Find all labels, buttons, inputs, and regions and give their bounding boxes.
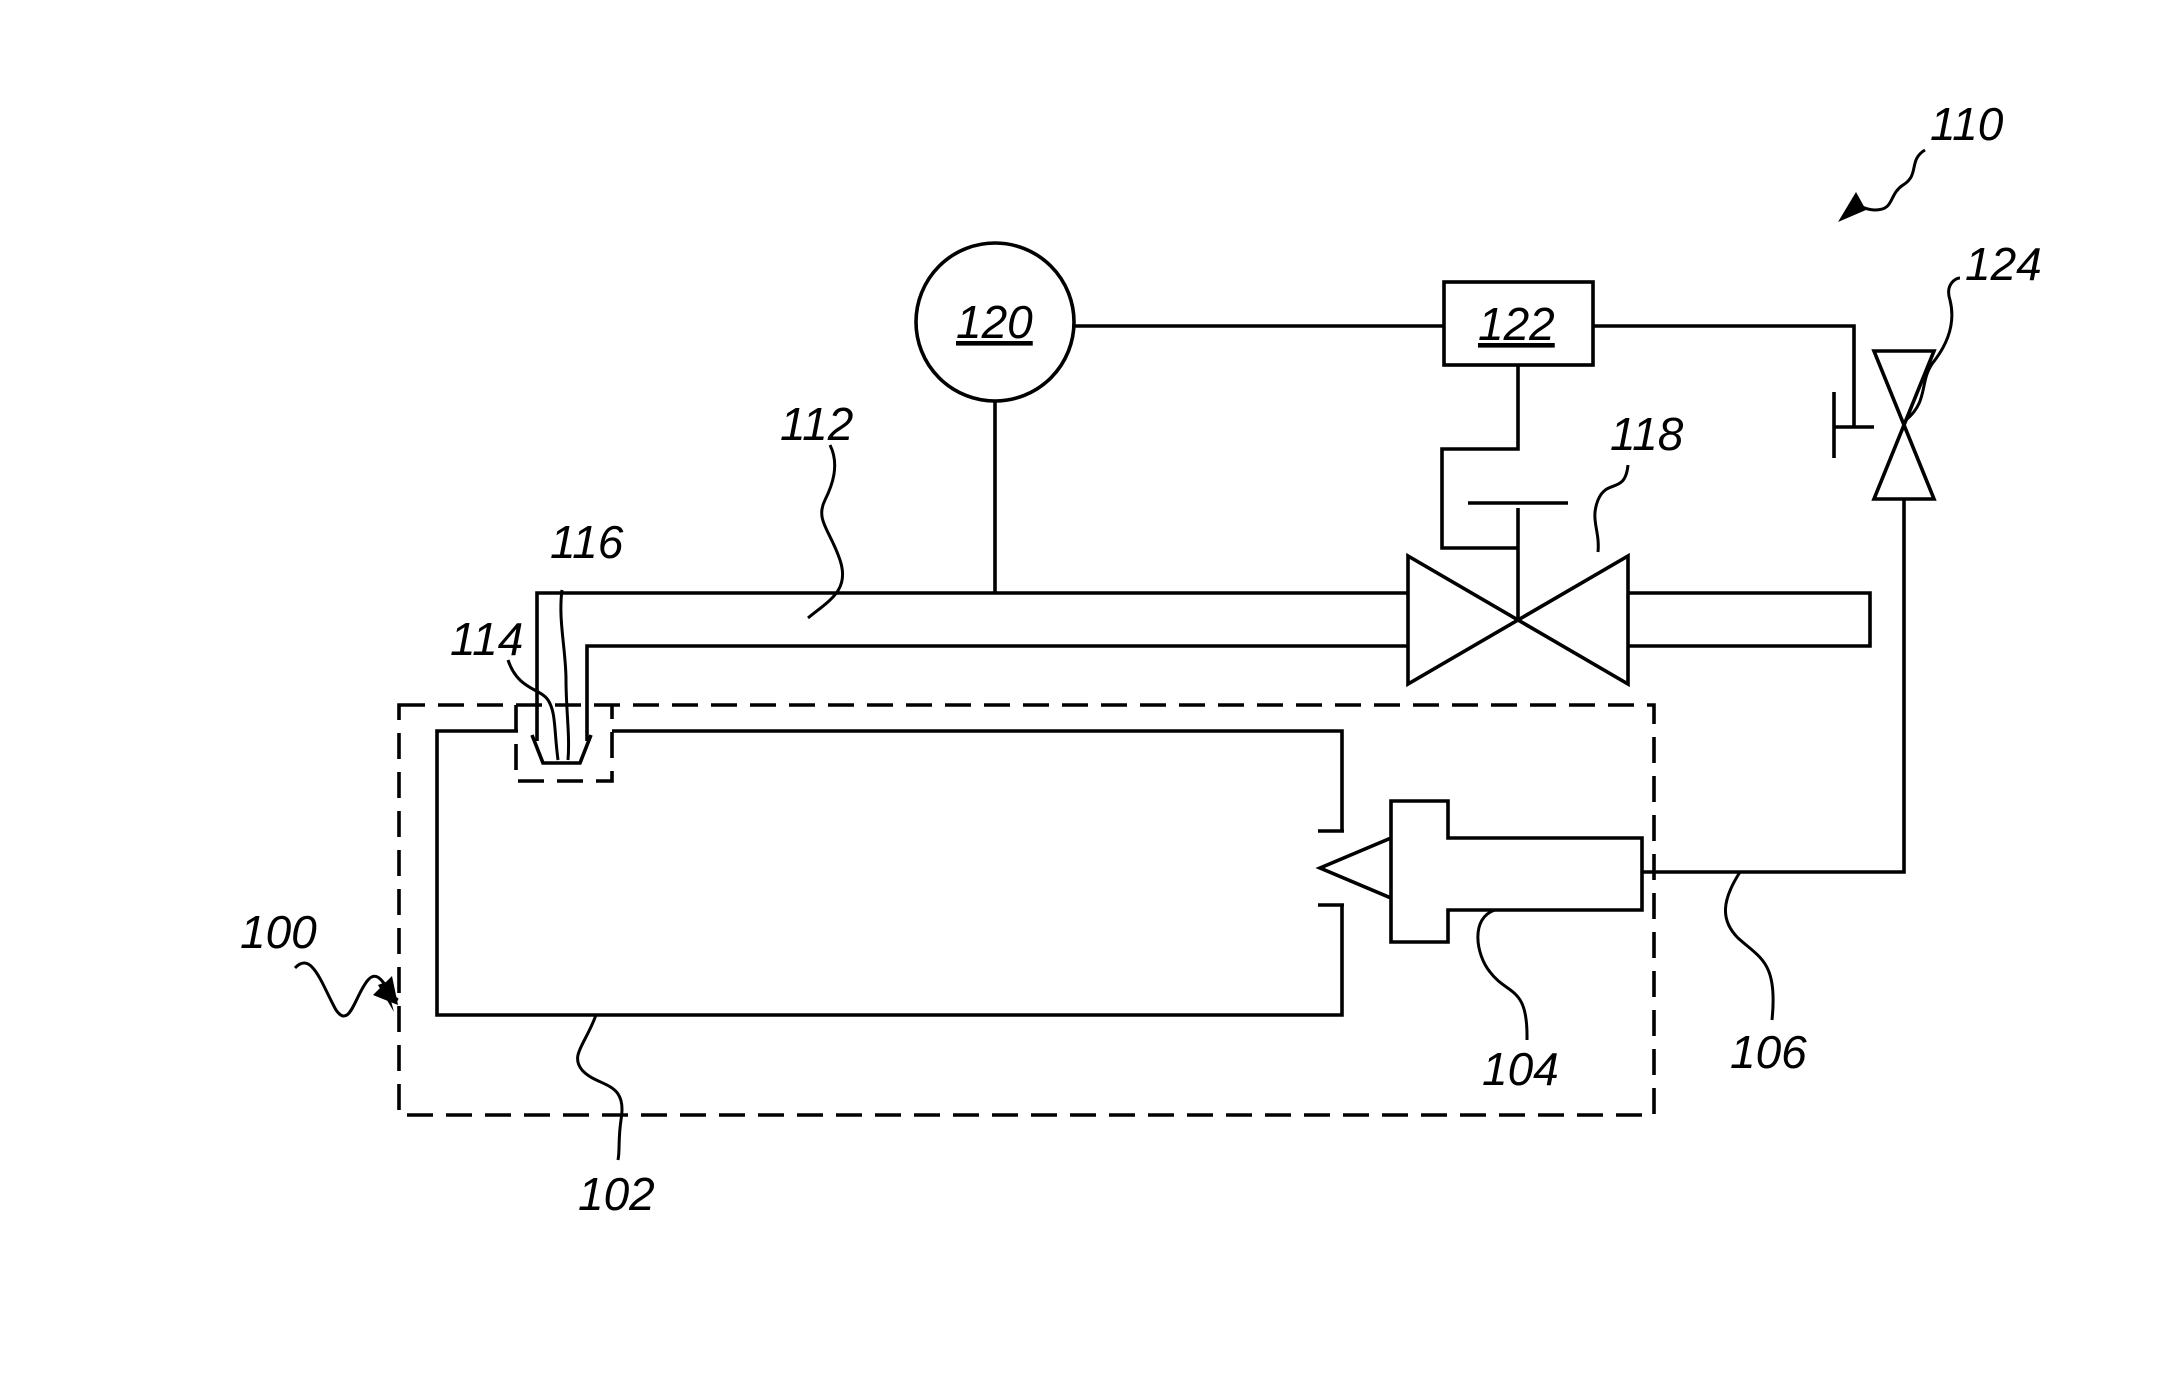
conduit-112-outer [537,593,1408,741]
label-110: 110 [1930,98,2004,150]
label-100: 100 [240,906,317,958]
sensor-housing-dashed-114 [516,705,612,781]
label-106: 106 [1730,1026,1807,1078]
leader-110 [1850,150,1925,210]
label-116: 116 [550,516,624,568]
label-124: 124 [1965,238,2042,290]
valve-118-actuator-line [1442,365,1518,548]
conduit-112-inner [587,646,1408,741]
chamber-102 [437,731,1342,1015]
label-114: 114 [450,613,523,665]
label-112: 112 [780,398,853,450]
leader-106 [1725,872,1773,1020]
leader-116 [561,590,569,760]
arrowhead-100-tip [373,976,398,1005]
leader-104 [1478,910,1527,1040]
leader-118 [1595,465,1628,552]
label-104: 104 [1482,1043,1559,1095]
label-102: 102 [578,1168,655,1220]
valve-124-body [1874,351,1934,499]
line-106 [1642,499,1904,872]
sensor-element-116 [532,735,591,763]
conduit-112-outlet [1628,593,1870,646]
leader-102 [578,1015,622,1160]
arrowhead-110 [1838,192,1866,222]
label-118: 118 [1610,408,1684,460]
label-122: 122 [1478,298,1555,350]
label-120: 120 [956,296,1033,348]
